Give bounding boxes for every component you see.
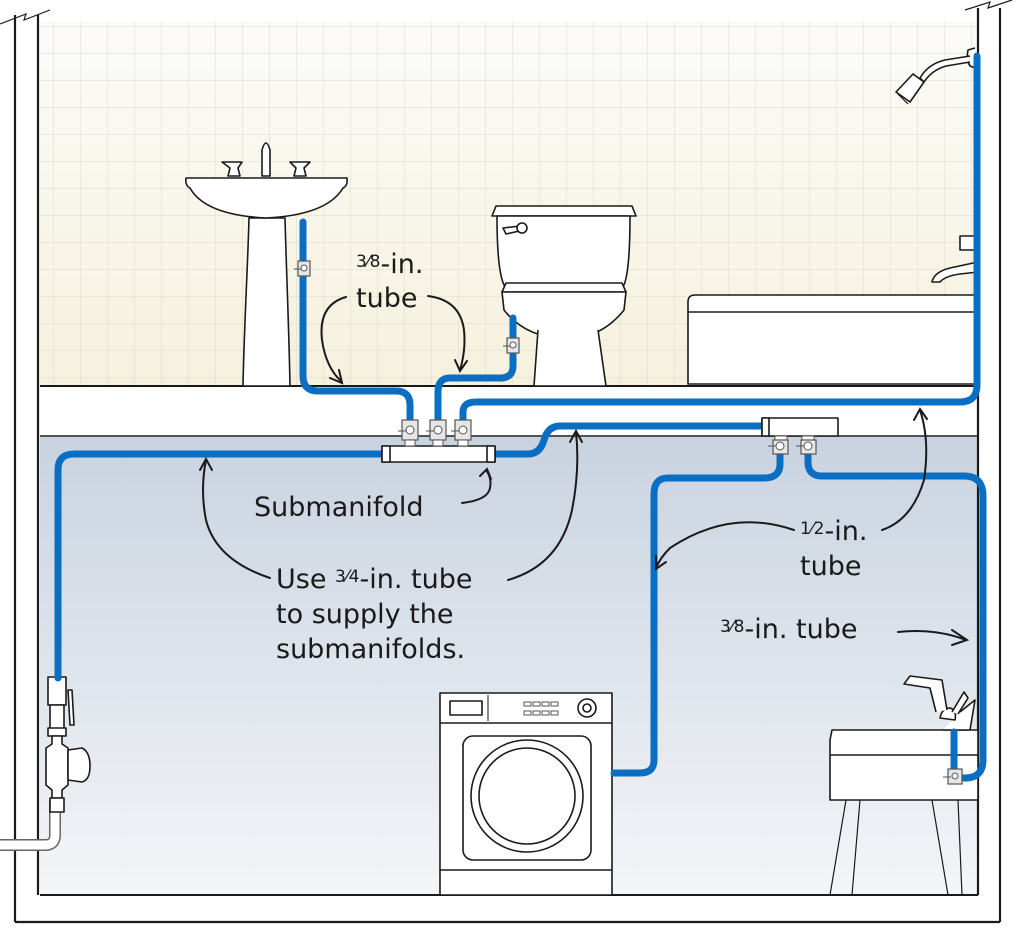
- toilet-stop-valve: [503, 337, 520, 354]
- break-line-left: [0, 9, 51, 25]
- label-submanifold: Submanifold: [254, 492, 424, 523]
- main-trunk-to-submanifold: [54, 450, 386, 682]
- shutoff-valve: [451, 419, 472, 441]
- arrow-half-tube-left: [655, 521, 795, 569]
- shutoff-valve: [768, 439, 789, 455]
- svg-text:1⁄2-in.: 1⁄2-in.: [800, 516, 867, 547]
- submanifold-basement: [761, 417, 839, 455]
- svg-text:3⁄8-in.: 3⁄8-in.: [356, 249, 423, 280]
- toilet-supply-tube: [434, 314, 517, 424]
- fraction-text: 3⁄8: [720, 617, 744, 637]
- label-text: -in. tube: [744, 614, 857, 645]
- arrow-laundry-tube: [897, 630, 967, 641]
- sink-supply-tube: [299, 218, 414, 424]
- arrow-supply-left: [202, 459, 271, 579]
- callout-arrows: [199, 295, 970, 646]
- pedestal-sink: [185, 142, 348, 387]
- label-supply-note: Use 3⁄4-in. tube to supply the submanifo…: [276, 564, 473, 665]
- laundry-stop-valve: [943, 768, 963, 785]
- label-text: -in.: [824, 516, 867, 547]
- washer-supply-tube: [610, 446, 784, 777]
- laundry-sink: [829, 675, 979, 896]
- submanifold-bathroom: [381, 419, 496, 463]
- bathtub: [687, 294, 979, 385]
- fraction-text: 1⁄2: [800, 519, 824, 539]
- laundry-sink-supply-tube: [804, 446, 987, 782]
- control-buttons: [523, 701, 559, 716]
- label-text: tube: [356, 283, 417, 314]
- label-half-tube: 1⁄2-in. tube: [800, 516, 867, 582]
- label-text: -in.: [380, 249, 423, 280]
- arrow-half-tube-right: [881, 409, 928, 531]
- shutoff-valve: [426, 419, 447, 441]
- shower-head: [895, 47, 976, 105]
- shutoff-valve: [796, 439, 817, 455]
- fraction-text: 3⁄4: [335, 567, 359, 587]
- label-text: to supply the: [276, 599, 454, 630]
- bathroom-wall: [40, 22, 978, 386]
- washing-machine: [439, 692, 613, 896]
- label-laundry-tube: 3⁄8-in. tube: [720, 614, 857, 645]
- pex-tubes: [54, 52, 987, 782]
- arrow-to-toilet-tube: [427, 295, 466, 371]
- label-text: Use: [276, 564, 335, 595]
- break-line-right: [964, 0, 1013, 11]
- sink-stop-valve: [294, 260, 311, 277]
- label-sink-tube: 3⁄8-in. tube: [356, 249, 423, 314]
- svg-text:3⁄8-in. tube: 3⁄8-in. tube: [720, 614, 857, 645]
- fraction-text: 3⁄8: [356, 252, 380, 272]
- label-text: -in. tube: [360, 564, 473, 595]
- arrow-supply-right: [507, 431, 579, 581]
- label-text: tube: [800, 551, 861, 582]
- arrow-to-sink-tube: [320, 296, 347, 383]
- toilet: [491, 205, 637, 387]
- svg-text:Use 3⁄4-in. tube: Use 3⁄4-in. tube: [276, 564, 473, 595]
- label-text: submanifolds.: [276, 634, 465, 665]
- supply-to-second-submanifold: [491, 422, 766, 458]
- tub-supply-tube: [459, 52, 981, 424]
- main-supply-meter: [0, 676, 91, 851]
